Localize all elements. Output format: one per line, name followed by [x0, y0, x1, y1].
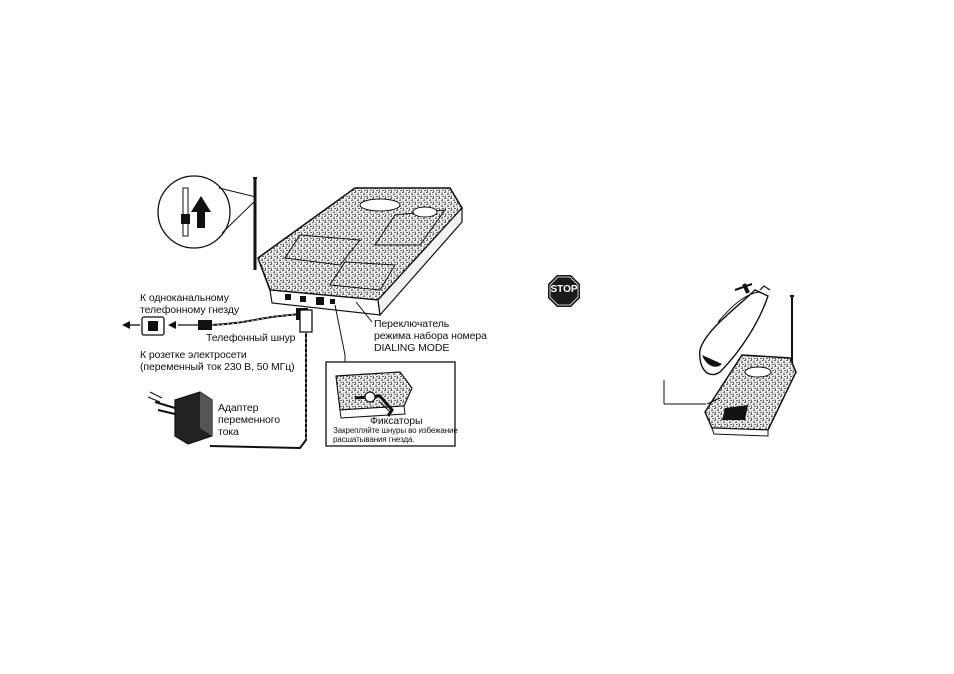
handset-on-base [664, 284, 796, 436]
power-outlet-label: К розетке электросети(переменный ток 230… [140, 350, 295, 374]
base-unit [258, 188, 462, 315]
plug-icon [155, 402, 175, 414]
antenna-detail [158, 176, 256, 248]
telephone-cord-label: Телефонный шнур [206, 333, 295, 345]
stop-sign-text: STOP [548, 284, 580, 295]
ac-adaptor [148, 392, 212, 444]
